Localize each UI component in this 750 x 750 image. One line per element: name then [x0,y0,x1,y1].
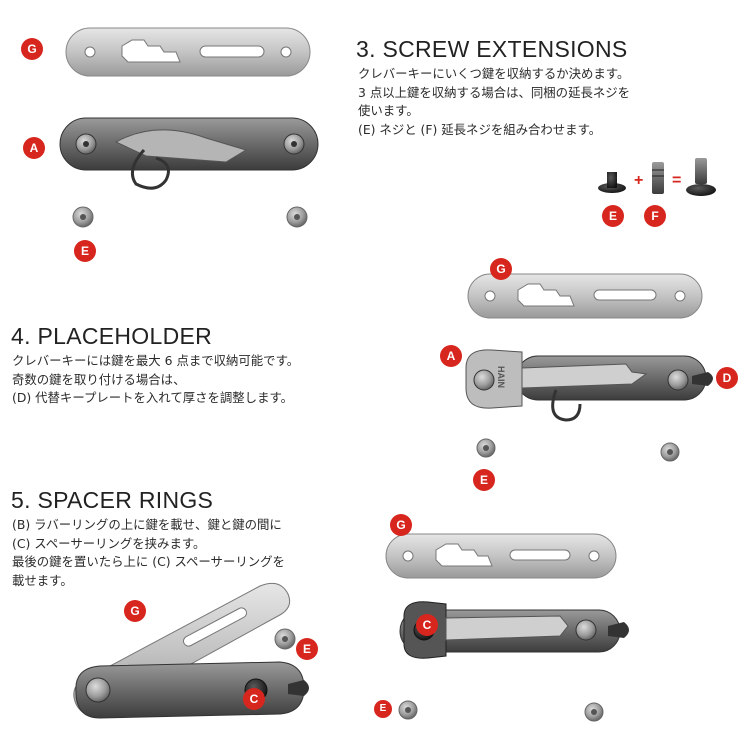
badge-a-2: A [440,345,462,367]
section-3-title: 3. SCREW EXTENSIONS [356,36,628,62]
screw-extension-icon [652,162,664,194]
badge-e-5: E [374,700,392,718]
section-5-line-4: 載せます。 [12,572,73,588]
badge-e-3: E [473,469,495,491]
key-stamp-text: HAIN [496,366,506,388]
badge-g-4: G [124,600,146,622]
screw-head-icon [598,172,626,193]
badge-f: F [644,205,666,227]
key-assembly-placeholder [465,349,713,422]
section-3-line-1: クレバーキーにいくつ鍵を収納するか決めます。 [358,66,630,81]
badge-g-2: G [490,258,512,280]
section-3-line-4: (E) ネジと (F) 延長ネジを組み合わせます。 [358,121,602,137]
plus-sign: + [634,172,644,189]
combined-screw-icon [686,158,716,196]
section-3-line-2: 3 点以上鍵を収納する場合は、同梱の延長ネジを [358,84,631,100]
section-5-line-1: (B) ラバーリングの上に鍵を載せ、鍵と鍵の間に [12,517,282,532]
section-5-line-2: (C) スペーサーリングを挟みます。 [12,535,206,551]
badge-e-1: E [74,240,96,262]
equals-sign: = [672,172,682,189]
screw-head-icon [660,442,680,462]
section-4-line-2: 奇数の鍵を取り付ける場合は、 [12,371,186,387]
section-5-line-3: 最後の鍵を置いたら上に (C) スペーサーリングを [12,554,285,570]
badge-g-3: G [390,514,412,536]
screw-head-icon [476,438,496,458]
badge-e-4: E [296,638,318,660]
key-assembly-a [59,117,319,190]
section-5-body: (B) ラバーリングの上に鍵を載せ、鍵と鍵の間に (C) スペーサーリングを挟み… [12,516,285,590]
section-4-line-3: (D) 代替キープレートを入れて厚さを調整します。 [12,390,293,406]
spacer-ring-icon [398,700,418,720]
section-4-body: クレバーキーには鍵を最大 6 点まで収納可能です。 奇数の鍵を取り付ける場合は、… [12,352,299,408]
section-4-title: 4. PLACEHOLDER [11,323,213,349]
screw-head-icon [286,206,308,228]
badge-c-2: C [416,614,438,636]
key-assembly-stacked [399,601,629,659]
badge-d: D [716,367,738,389]
key-plate-g-middle [467,273,703,319]
key-plate-g-top [65,27,311,77]
spacer-ring-icon [274,628,296,650]
section-3-line-3: 使います。 [358,103,419,119]
key-plate-g-bottom [385,533,617,579]
badge-g-1: G [21,38,43,60]
screw-head-icon [72,206,94,228]
section-4-line-1: クレバーキーには鍵を最大 6 点まで収納可能です。 [12,353,300,368]
section-5-title: 5. SPACER RINGS [11,487,214,513]
badge-a-1: A [23,137,45,159]
section-3-body: クレバーキーにいくつ鍵を収納するか決めます。 3 点以上鍵を収納する場合は、同梱… [358,65,630,139]
badge-c-1: C [243,688,265,710]
badge-e-2: E [602,205,624,227]
screw-head-icon [584,702,604,722]
